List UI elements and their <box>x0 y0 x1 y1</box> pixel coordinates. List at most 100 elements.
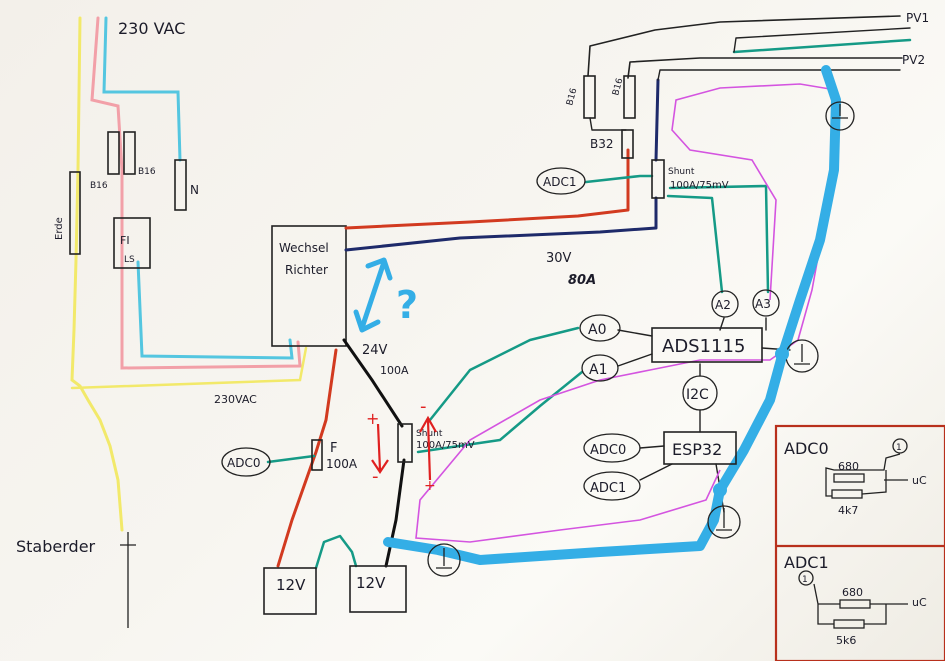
pv-breaker-b32 <box>621 129 634 159</box>
fuse-label-1: F <box>330 441 337 456</box>
bus-30v-voltage: 30V <box>546 251 572 266</box>
adc0-fuse-node <box>221 447 271 477</box>
ads-a1-node <box>581 354 619 382</box>
pv-breaker-b16-a <box>583 75 596 119</box>
shunt-bottom-label-2: 100A/75mV <box>416 440 475 451</box>
pv1-second-wire <box>733 27 911 53</box>
unknown-link-arrow <box>353 257 393 333</box>
fuse-box <box>311 439 323 471</box>
ac-bottom-label: 230VAC <box>214 393 257 406</box>
ground-node-top <box>825 101 855 131</box>
inset-adc1-r2-label: 5k6 <box>836 634 856 647</box>
polarity-arrows <box>371 415 437 481</box>
adc0-fuse-label: ADC0 <box>227 456 260 470</box>
unknown-link-question: ? <box>396 283 418 327</box>
esp-adc1-node <box>583 471 641 501</box>
ground-bus-blue <box>383 65 841 565</box>
bus-30v-current: 80A <box>568 273 596 288</box>
ads-a0-node <box>579 314 621 342</box>
inset-adc1-node-label: 1 <box>802 575 808 585</box>
ground-junction-esp <box>713 483 727 497</box>
a1-signal <box>416 370 584 454</box>
shunt-top-to-a2 <box>666 194 724 294</box>
battery-2 <box>349 565 407 613</box>
fi-label: FI <box>120 234 130 247</box>
adc0-fuse-signal <box>266 454 316 464</box>
pv-breaker-label-a: B16 <box>565 87 579 107</box>
esp-adc0-line <box>639 445 665 449</box>
earth-wire-yellow <box>70 16 124 532</box>
ls-label: LS <box>124 255 135 265</box>
esp32-chip <box>663 431 737 465</box>
battery-1-label: 12V <box>276 576 306 594</box>
inset-adc0-wires <box>825 453 908 497</box>
ground-rod <box>120 532 136 628</box>
battery-ground-node <box>427 543 461 577</box>
inset-adc0-title: ADC0 <box>784 439 829 458</box>
bus-24v-current: 100A <box>380 364 409 377</box>
inset-adc0-node <box>892 438 908 454</box>
inset-adc0-out: uC <box>912 474 927 487</box>
inset-adc1-r1 <box>839 599 871 609</box>
inverter-box <box>271 225 347 347</box>
inset-adc0-r1-label: 680 <box>838 460 859 473</box>
pv-breaker-b16-b <box>623 75 636 119</box>
ads-a1-line <box>617 353 653 367</box>
neutral-label: N <box>190 183 199 197</box>
breaker-label-2: B16 <box>138 167 156 177</box>
inset-adc1-wires <box>813 583 908 625</box>
i2c-node <box>682 375 718 411</box>
shunt-top-label-1: Shunt <box>668 167 695 177</box>
ac-output-wire <box>70 346 308 390</box>
breaker-b16-left <box>107 131 120 175</box>
battery-1 <box>263 567 317 615</box>
adc1-top-node <box>536 167 586 195</box>
dc-minus-wire-top <box>344 196 658 252</box>
ads1115-chip <box>651 327 763 363</box>
breaker-b16-right <box>123 131 136 175</box>
pv2-minus-wire <box>654 78 660 162</box>
shunt-top-to-a3 <box>668 184 770 294</box>
battery-ground-symbol <box>436 548 452 569</box>
polarity-plus-left: + <box>366 409 379 428</box>
neutral-terminal <box>174 159 187 211</box>
esp-ground-node <box>707 505 741 539</box>
fi-ls-box <box>113 217 151 269</box>
dc-plus-wire-top <box>344 148 630 230</box>
ground-rod-label: Staberder <box>16 537 96 556</box>
esp-adc1-label: ADC1 <box>590 481 626 496</box>
pv-breaker-label-b: B16 <box>611 77 625 97</box>
ads-a2-label: A2 <box>715 298 731 312</box>
polarity-minus-right: - <box>420 396 427 417</box>
i2c-label: I2C <box>686 387 709 403</box>
inset-frame <box>774 424 945 661</box>
ground-symbol-top <box>832 104 848 119</box>
ads-a3-node <box>752 289 780 317</box>
shunt-bottom-box <box>397 423 413 463</box>
ads-a0-label: A0 <box>588 322 606 338</box>
ground-junction-ads <box>775 347 789 361</box>
neutral-wire-cyan <box>102 16 294 360</box>
pv-breaker-label-b32: B32 <box>590 137 614 151</box>
esp32-label: ESP32 <box>672 440 722 459</box>
dc-plus-wire-bottom <box>276 348 338 568</box>
adc1-top-label: ADC1 <box>543 175 576 189</box>
breaker-label-1: B16 <box>90 181 108 191</box>
ac-wires <box>70 16 308 532</box>
esp-adc0-node <box>583 433 641 463</box>
pv2-second-wire <box>657 69 901 81</box>
polarity-minus-left: - <box>372 466 379 487</box>
pv2-wire <box>627 57 903 79</box>
pv2-label: PV2 <box>902 53 925 67</box>
inset-adc1-out: uC <box>912 596 927 609</box>
ads-a3-label: A3 <box>755 297 771 311</box>
pv1-label: PV1 <box>906 11 929 25</box>
inset-adc0-r2-label: 4k7 <box>838 504 858 517</box>
ads-a2-node <box>711 290 739 318</box>
live-wire-pink <box>90 16 302 370</box>
inverter-label-2: Richter <box>285 263 328 277</box>
pv1-wire <box>587 15 901 77</box>
fuse-label-2: 100A <box>326 457 358 471</box>
ac-top-label: 230 VAC <box>118 19 185 38</box>
